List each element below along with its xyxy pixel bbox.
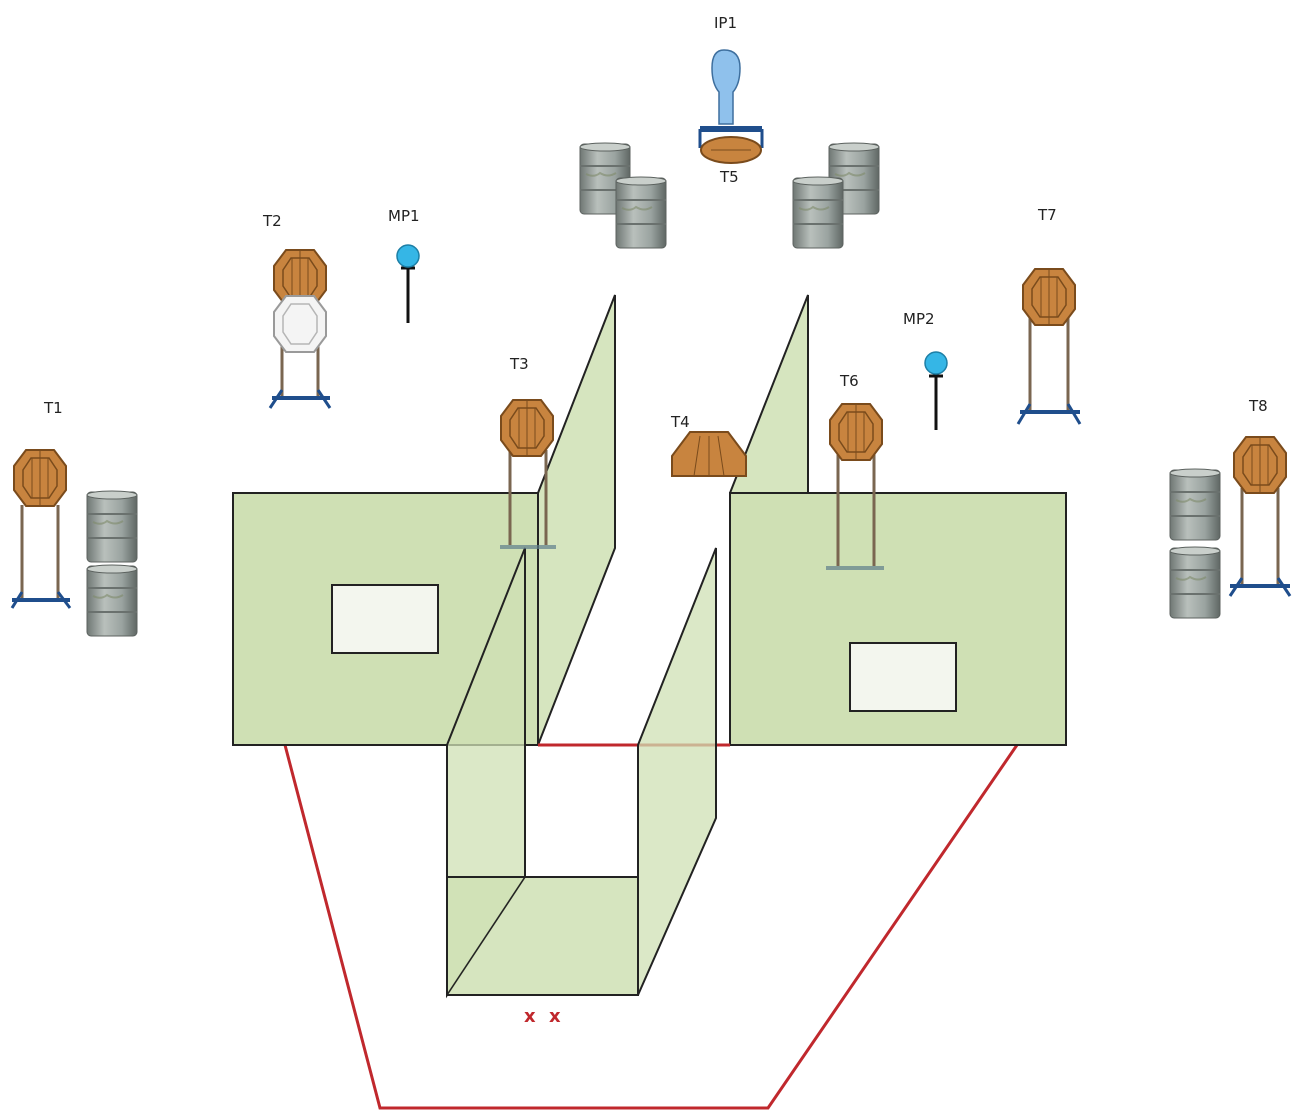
swinger-ip1 (698, 49, 764, 148)
popper-mp1 (396, 244, 420, 323)
target-t4 (671, 431, 747, 477)
corridor-right-wall (637, 547, 717, 996)
barrels-center-right (792, 142, 880, 249)
label-mp1: MP1 (388, 207, 420, 225)
label-t7: T7 (1037, 206, 1057, 224)
label-t8: T8 (1248, 397, 1268, 415)
target-t8 (1228, 436, 1292, 597)
label-t2: T2 (262, 212, 282, 230)
barrels-t1 (86, 490, 138, 637)
label-t3: T3 (509, 355, 529, 373)
label-t4: T4 (670, 413, 690, 431)
barrels-t8 (1169, 468, 1221, 619)
target-t3 (500, 399, 556, 549)
label-ip1: IP1 (714, 14, 737, 32)
label-t6: T6 (839, 372, 859, 390)
left-rear-wall (537, 294, 616, 746)
popper-mp2 (924, 351, 948, 430)
start-mark: x (549, 1006, 561, 1027)
label-t1: T1 (43, 399, 63, 417)
left-wall-window (331, 584, 439, 654)
target-t6 (826, 403, 884, 570)
target-t7 (1016, 268, 1082, 425)
start-mark: x (524, 1006, 536, 1027)
corridor-front-box (446, 876, 639, 996)
label-t5: T5 (719, 168, 739, 186)
barrels-center-left (579, 142, 667, 249)
shooting-area-boundary (283, 744, 1019, 1110)
label-mp2: MP2 (903, 310, 935, 328)
right-wall (729, 492, 1067, 746)
target-t1 (10, 449, 72, 609)
no-shoot-t2 (273, 295, 327, 353)
right-wall-window (849, 642, 957, 712)
target-t5 (700, 136, 762, 164)
